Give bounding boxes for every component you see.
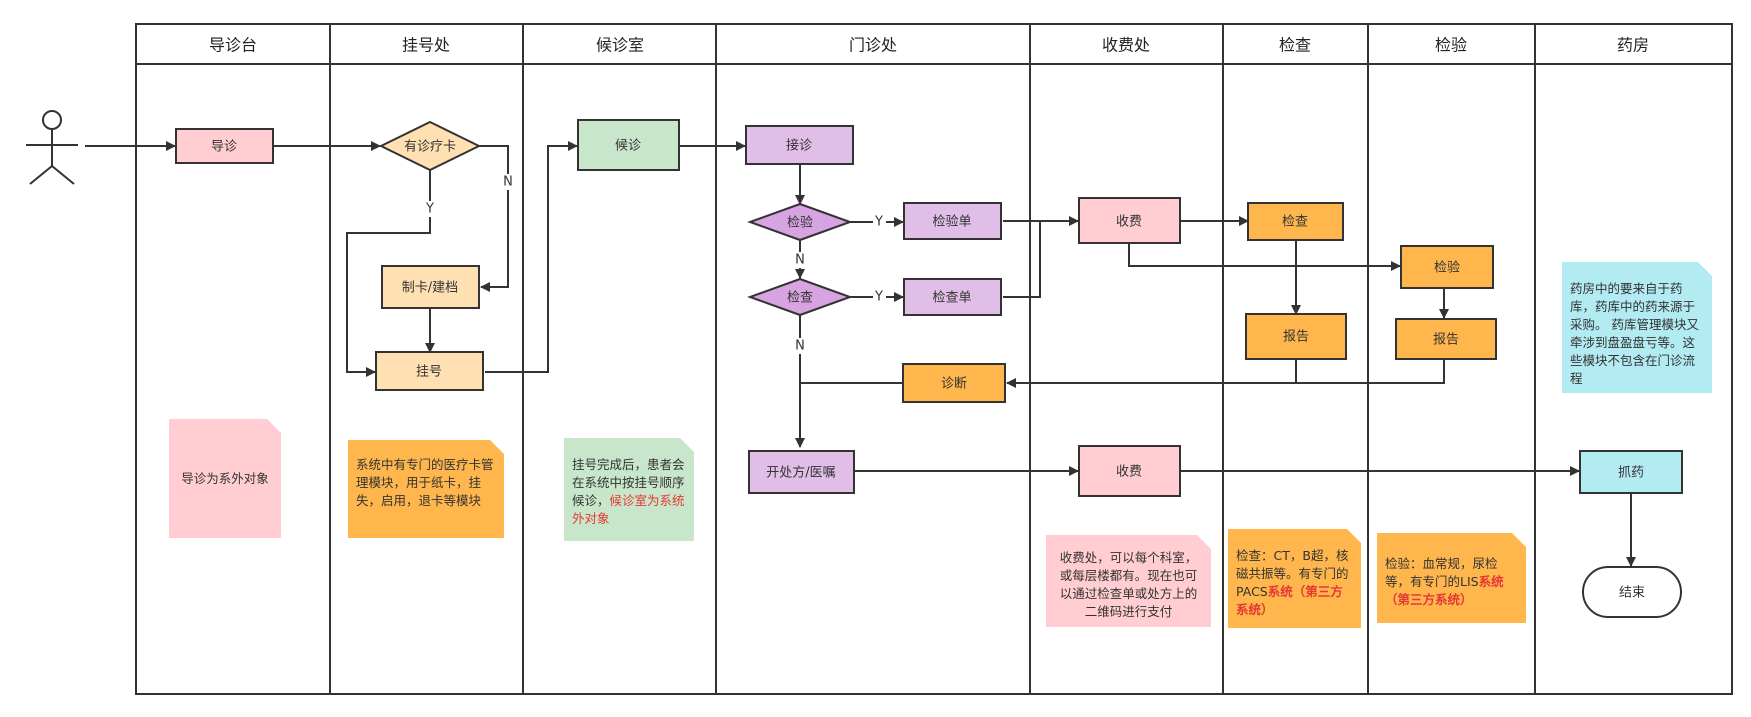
note-pharmacy-text: 药房中的要来自于药库，药库中的药来源于采购。 药库管理模块又牵涉到盘盈盘亏等。这… — [1570, 281, 1699, 386]
edge-label-card-no: N — [503, 175, 513, 190]
node-register-box[interactable] — [375, 351, 484, 391]
edge-register-to-wait — [485, 141, 578, 373]
node-reception-box[interactable] — [745, 125, 854, 165]
node-exam-report-box[interactable] — [1245, 313, 1347, 360]
patient-actor-icon — [26, 110, 78, 185]
node-lab-report-label: 报告 — [1433, 333, 1459, 348]
note-guide: 导诊为系外对象 — [169, 419, 281, 538]
lane-title-laboratory: 检验 — [1435, 36, 1467, 55]
edge-exam-report-to-diagnosis — [1006, 359, 1297, 388]
node-register-label: 挂号 — [416, 365, 442, 380]
node-guide-label: 导诊 — [211, 140, 237, 155]
node-exam-report-label: 报告 — [1283, 330, 1309, 345]
note-charge-text: 收费处，可以每个科室，或每层楼都有。现在也可以通过检查单或处方上的二维码进行支付 — [1059, 550, 1198, 619]
edge-label-exam-no: N — [795, 339, 805, 354]
node-has-card-diamond[interactable] — [378, 120, 482, 172]
note-wait: 挂号完成后，患者会在系统中按挂号顺序候诊，候诊室为系统外对象 — [564, 438, 694, 541]
note-charge: 收费处，可以每个科室，或每层楼都有。现在也可以通过检查单或处方上的二维码进行支付 — [1046, 535, 1211, 627]
node-charge2-label: 收费 — [1116, 465, 1142, 480]
edge-label-lab-no: N — [795, 253, 805, 268]
edge-has-card-no — [479, 145, 509, 292]
node-exam-label: 检查 — [1282, 215, 1308, 230]
lane-title-outpatient: 门诊处 — [849, 36, 897, 55]
node-exam-decision-diamond[interactable] — [747, 277, 853, 317]
edge-lab-report-to-diagnosis — [1296, 359, 1445, 384]
node-dispense-label: 抓药 — [1618, 466, 1644, 481]
edge-label-exam-yes: Y — [874, 290, 883, 305]
node-exam-decision-label: 检查 — [787, 291, 813, 306]
lane-title-examination: 检查 — [1279, 36, 1311, 55]
node-lab-decision-diamond[interactable] — [747, 202, 853, 242]
node-wait-label: 候诊 — [615, 139, 641, 154]
node-diagnosis-label: 诊断 — [941, 377, 967, 392]
note-lab: 检验：血常规，尿检等，有专门的LIS系统（第三方系统） — [1377, 533, 1526, 623]
lane-title-guide-desk: 导诊台 — [209, 36, 257, 55]
node-charge2-box[interactable] — [1078, 445, 1181, 497]
node-has-card-label: 有诊疗卡 — [404, 140, 456, 155]
note-register: 系统中有专门的医疗卡管理模块，用于纸卡，挂失，启用，退卡等模块 — [348, 440, 504, 538]
node-charge1-box[interactable] — [1078, 197, 1181, 244]
node-lab-label: 检验 — [1434, 260, 1460, 276]
node-dispense-box[interactable] — [1579, 450, 1683, 494]
node-lab-box[interactable] — [1400, 245, 1494, 289]
note-lab-highlight: 系统（第三方系统） — [1385, 574, 1504, 607]
edge-label-card-yes: Y — [425, 202, 434, 217]
note-exam-highlight: 系统（第三方系统） — [1236, 584, 1343, 617]
lane-title-waiting-room: 候诊室 — [596, 36, 644, 55]
edge-exam-order-to-charge — [1003, 221, 1041, 298]
edge-label-lab-yes: Y — [874, 215, 883, 230]
node-make-card-box[interactable] — [381, 265, 480, 309]
node-charge1-label: 收费 — [1116, 215, 1142, 230]
node-diagnosis-box[interactable] — [902, 363, 1006, 403]
node-prescribe-label: 开处方/医嘱 — [766, 465, 835, 481]
node-lab-order-label: 检验单 — [932, 214, 971, 230]
node-end-terminal[interactable] — [1582, 566, 1682, 618]
note-exam: 检查：CT，B超，核磁共振等。有专门的PACS系统（第三方系统） — [1228, 529, 1361, 628]
node-lab-order-box[interactable] — [903, 202, 1002, 240]
swimlane-frame — [135, 23, 1733, 695]
note-exam-text: 检查：CT，B超，核磁共振等。有专门的PACS — [1236, 548, 1349, 599]
connectors — [85, 141, 1636, 567]
node-end-label: 结束 — [1619, 586, 1645, 601]
node-exam-order-label: 检查单 — [932, 291, 971, 306]
lane-title-pharmacy: 药房 — [1617, 36, 1649, 55]
node-make-card-label: 制卡/建档 — [402, 281, 458, 296]
note-wait-highlight: 候诊室为系统外对象 — [572, 493, 685, 526]
node-lab-decision-label: 检验 — [787, 215, 813, 231]
note-register-text: 系统中有专门的医疗卡管理模块，用于纸卡，挂失，启用，退卡等模块 — [356, 457, 494, 508]
node-lab-report-box[interactable] — [1395, 318, 1497, 360]
lane-title-cashier: 收费处 — [1102, 36, 1150, 55]
lane-title-registration: 挂号处 — [402, 36, 450, 55]
node-exam-box[interactable] — [1247, 202, 1344, 241]
note-wait-text: 挂号完成后，患者会在系统中按挂号顺序候诊， — [572, 457, 685, 508]
note-pharmacy: 药房中的要来自于药库，药库中的药来源于采购。 药库管理模块又牵涉到盘盈盘亏等。这… — [1562, 262, 1712, 393]
node-guide-box[interactable] — [175, 128, 274, 164]
node-reception-label: 接诊 — [786, 138, 812, 154]
note-lab-text: 检验：血常规，尿检等，有专门的LIS — [1385, 556, 1498, 589]
node-exam-order-box[interactable] — [903, 278, 1002, 316]
edge-charge-to-lab — [1128, 243, 1401, 271]
note-guide-text: 导诊为系外对象 — [181, 470, 269, 486]
node-prescribe-box[interactable] — [748, 450, 855, 494]
node-wait-box[interactable] — [577, 119, 680, 171]
